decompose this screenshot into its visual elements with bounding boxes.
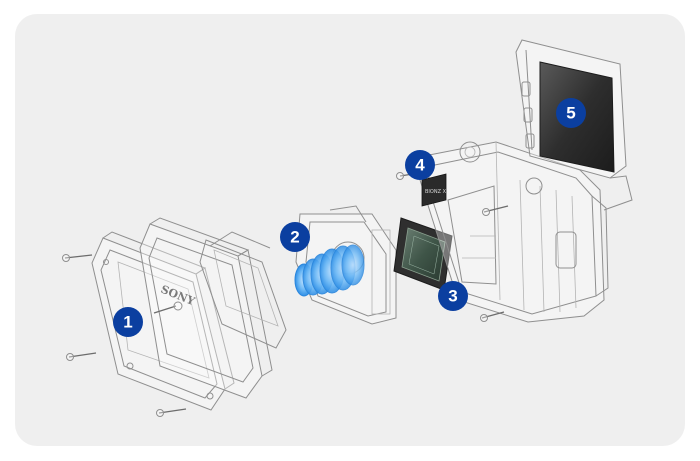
svg-text:2: 2 xyxy=(290,228,299,247)
middle-frame: SONY xyxy=(139,217,273,399)
screw-left-middle xyxy=(66,352,97,361)
screw-left-bottom xyxy=(156,408,187,417)
rear-mechanism xyxy=(153,231,287,349)
callout-1: 1 xyxy=(113,307,143,337)
svg-text:5: 5 xyxy=(566,104,575,123)
callout-4: 4 xyxy=(405,150,435,180)
callout-2: 2 xyxy=(280,222,310,252)
svg-text:4: 4 xyxy=(415,156,425,175)
front-cover xyxy=(91,231,235,411)
callout-3: 3 xyxy=(438,281,468,311)
lens-elements xyxy=(294,244,365,297)
chip-mark: BIONZ X xyxy=(425,189,447,195)
camera-body xyxy=(396,141,609,323)
callout-5: 5 xyxy=(556,98,586,128)
lens-unit xyxy=(294,205,397,325)
processor-chip: BIONZ X xyxy=(421,173,447,207)
screw-left-top xyxy=(62,254,93,262)
svg-text:3: 3 xyxy=(448,287,457,306)
svg-text:1: 1 xyxy=(123,313,132,332)
